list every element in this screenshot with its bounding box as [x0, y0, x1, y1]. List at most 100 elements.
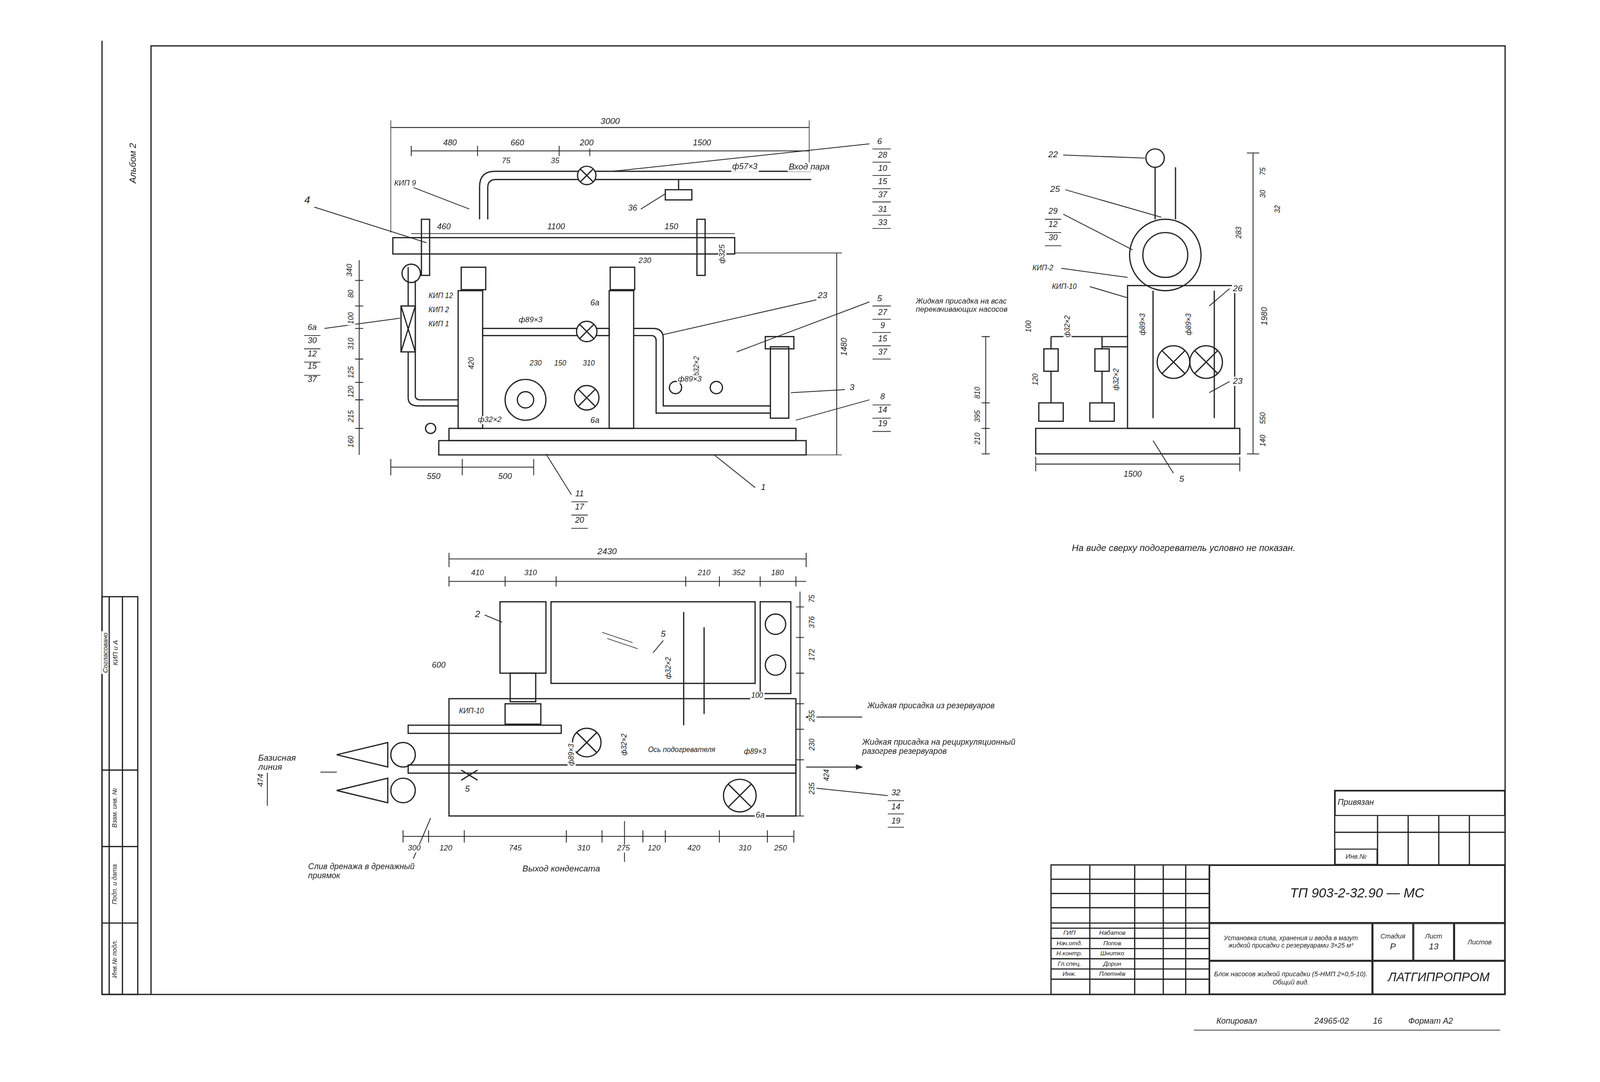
front-view	[314, 120, 870, 495]
callout-underline	[872, 319, 891, 321]
callout-number: 36	[626, 204, 638, 214]
callout-number: 20	[574, 517, 586, 527]
callout-number: 1	[759, 482, 767, 493]
callout-number: 23	[1232, 377, 1244, 387]
title-block-cell: Инв.№	[1334, 849, 1378, 866]
drawing-label: ф32×2	[664, 656, 673, 681]
callout-underline	[872, 161, 891, 163]
callout-underline	[1045, 245, 1062, 247]
callout-underline	[872, 404, 891, 406]
title-block-text: Привязан	[1337, 798, 1374, 808]
drawing-label: 172	[808, 647, 817, 663]
callout-number: 6а	[754, 811, 766, 821]
drawing-label: Вход пара	[787, 162, 831, 173]
drawing-label: Ось подогревателя	[647, 745, 717, 754]
title-block-text: Листов	[1467, 938, 1492, 947]
callout-number: 22	[1047, 150, 1060, 161]
drawing-label: 120	[646, 844, 662, 854]
callout-number: 26	[1232, 284, 1244, 294]
callout-number: 2430	[596, 547, 618, 557]
callout-underline	[872, 228, 891, 230]
callout-underline	[872, 175, 891, 177]
drawing-label: 283	[1234, 225, 1243, 240]
drawing-label: 100	[346, 311, 355, 326]
callout-number: 19	[877, 419, 889, 430]
callout-number: 12	[306, 350, 318, 360]
drawing-label: 300	[406, 844, 422, 854]
drawing-label: 340	[345, 263, 354, 278]
callout-underline	[872, 188, 891, 190]
title-block-text: 13	[1429, 942, 1439, 953]
title-block-text: Лист	[1424, 932, 1442, 940]
callout-underline	[887, 827, 905, 829]
drawing-label: 310	[576, 844, 591, 854]
drawing-label: 420	[686, 844, 702, 854]
drawing-label: Базисная линия	[257, 753, 321, 773]
callout-number: 31	[877, 205, 889, 215]
drawing-label: 210	[973, 431, 982, 446]
drawing-label: Жидкая присадка на всас перекачивающих н…	[914, 297, 1014, 315]
drawing-label: Жидкая присадка из резервуаров	[866, 702, 1032, 712]
callout-underline	[1045, 218, 1062, 220]
callout-number: 11	[574, 490, 586, 500]
title-block-text: ЛАТГИПРОПРОМ	[1387, 971, 1490, 985]
drawing-label: Нач.отд.	[1055, 940, 1084, 948]
title-block-cell: ТП 903-2-32.90 — МС	[1209, 865, 1506, 924]
callout-number: 500	[497, 472, 513, 482]
callout-number: 14	[877, 406, 889, 416]
callout-number: 33	[877, 218, 889, 228]
callout-number: 3	[848, 383, 856, 393]
callout-number: 17	[574, 503, 586, 513]
callout-number: 16	[1372, 1018, 1383, 1028]
callout-number: 27	[877, 308, 889, 318]
drawing-label: ф57×3	[731, 162, 759, 172]
drawing-label: 250	[773, 844, 788, 854]
drawing-label: 310	[522, 569, 538, 578]
drawing-label: КИП-10	[457, 707, 485, 715]
drawing-label: ф32×2	[620, 732, 629, 757]
callout-number: 9	[879, 321, 886, 332]
drawing-label: ф89×3	[743, 748, 768, 756]
drawing-label: Плетнёв	[1097, 971, 1127, 979]
drawing-label: 310	[737, 844, 752, 854]
drawing-label: КИП 9	[393, 179, 418, 188]
drawing-label: ф89×3	[567, 743, 576, 768]
callout-number: 15	[306, 362, 318, 373]
callout-number: 5	[463, 785, 471, 795]
callout-number: 30	[1047, 234, 1059, 244]
callout-underline	[872, 358, 891, 360]
drawing-label: 235	[808, 781, 817, 797]
drawing-label: ф32×2	[1063, 314, 1072, 339]
drawing-label: 410	[470, 569, 485, 578]
drawing-label: Шнитко	[1099, 950, 1126, 958]
title-block-text: Стадия	[1380, 932, 1405, 940]
drawing-label: Взам. инв. №	[111, 787, 119, 830]
title-block-cell: Установка слива, хранения и ввода в мазу…	[1209, 923, 1373, 962]
callout-number: 15	[877, 335, 889, 345]
callout-number: 1100	[546, 222, 566, 233]
drawing-label: 75	[1259, 166, 1268, 177]
drawing-label: КИП-2	[1031, 264, 1055, 273]
callout-underline	[304, 348, 321, 350]
callout-underline	[887, 813, 905, 815]
callout-number: 4	[303, 194, 311, 206]
drawing-label: Согласовано	[101, 631, 109, 675]
drawing-label: Н.контр.	[1055, 950, 1084, 958]
callout-underline	[571, 514, 588, 516]
drawing-label: 275	[616, 844, 631, 854]
drawing-label: Попов	[1102, 940, 1123, 948]
callout-underline	[1045, 232, 1062, 234]
drawing-label: КИП и А	[111, 639, 120, 667]
callout-number: 23	[816, 291, 829, 301]
drawing-label: 75	[808, 594, 817, 605]
callout-underline	[872, 431, 891, 433]
title-block-text: ТП 903-2-32.90 — МС	[1289, 886, 1424, 902]
callout-underline	[872, 148, 891, 150]
callout-number: 5	[659, 630, 667, 640]
drawing-label: КИП 12	[427, 291, 455, 300]
callout-number: 550	[425, 472, 442, 482]
drawing-label: 75	[500, 156, 512, 166]
callout-number: 8	[879, 393, 886, 403]
side-view	[981, 149, 1260, 474]
drawing-label: 352	[731, 569, 746, 578]
